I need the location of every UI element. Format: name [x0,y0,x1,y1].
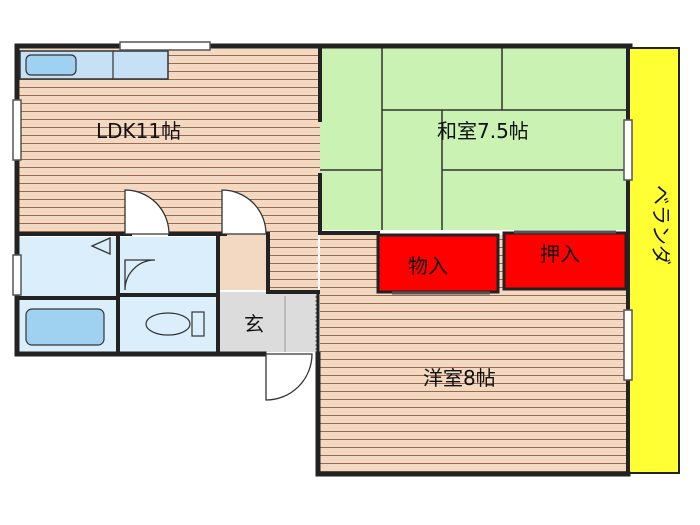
hallway-floor [218,234,270,290]
hallway-step [270,234,318,290]
genkan-floor [218,292,318,352]
washitsu-label: 和室7.5帖 [437,119,529,143]
genkan-label: 玄 [244,312,264,336]
oshiire-label: 押入 [540,242,580,266]
ldk-label: LDK11帖 [96,119,181,143]
tatami-lines [320,48,626,230]
washitsu-floor [320,48,626,230]
toilet-icon [145,311,205,337]
veranda-label: ベランダ [649,185,673,265]
youshitsu-label: 洋室8帖 [423,366,496,390]
veranda-floor [627,47,680,474]
doors [90,189,313,401]
windows [12,41,633,381]
sink-icon [25,54,77,76]
monoire-label: 物入 [408,254,448,278]
bathtub [25,308,105,346]
